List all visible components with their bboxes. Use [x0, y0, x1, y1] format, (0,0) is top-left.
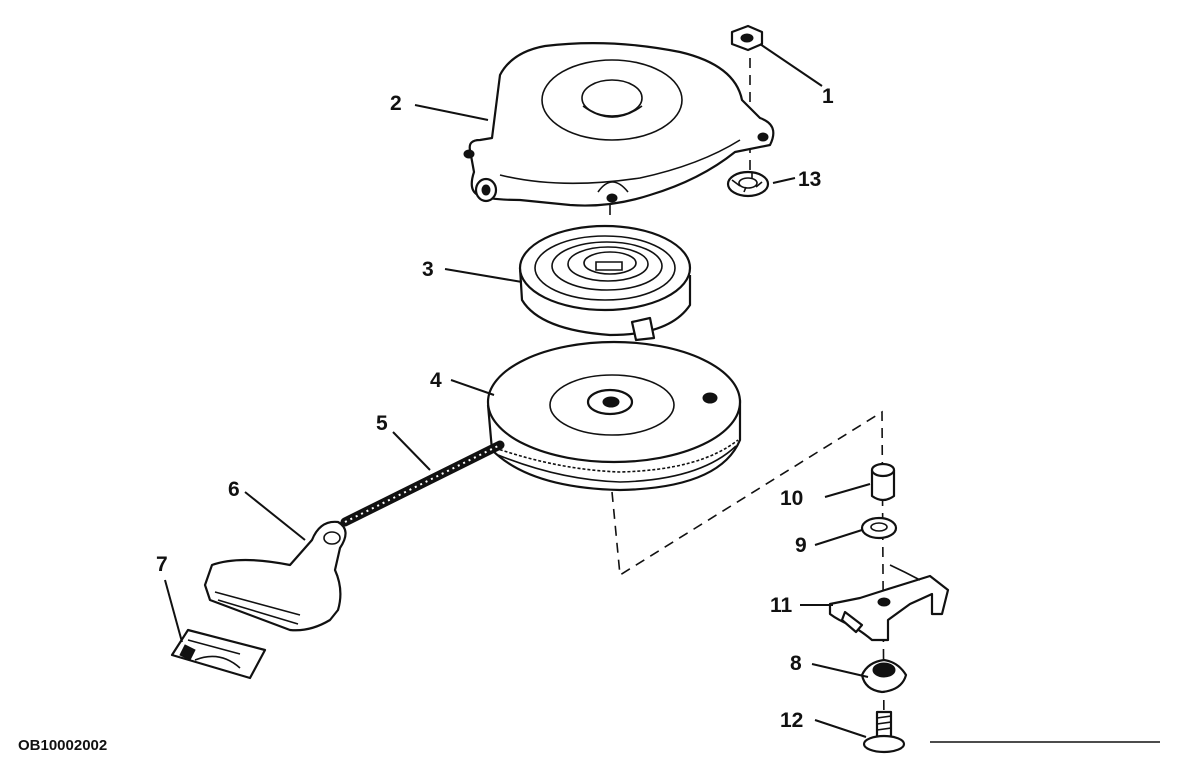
callout-1: 1	[822, 85, 834, 108]
callout-7: 7	[156, 553, 168, 576]
bushing	[870, 462, 896, 502]
callout-8: 8	[790, 652, 802, 675]
washer	[860, 516, 898, 540]
callout-2: 2	[390, 92, 402, 115]
callout-6: 6	[228, 478, 240, 501]
callout-4: 4	[430, 369, 442, 392]
callout-10: 10	[780, 487, 803, 510]
callout-12: 12	[780, 709, 803, 732]
callout-9: 9	[795, 534, 807, 557]
lock-washer	[726, 170, 770, 198]
starter-handle	[203, 520, 347, 632]
starter-housing	[463, 42, 775, 207]
rope-pulley	[486, 340, 742, 492]
pawl	[828, 564, 950, 642]
callout-13: 13	[798, 168, 821, 191]
callout-labels: 1 2 3 4 5 6 7 8 9 10 11 12 13	[156, 85, 834, 732]
callout-5: 5	[376, 412, 388, 435]
starter-rope	[340, 440, 505, 527]
cup-washer	[860, 658, 908, 694]
callout-11: 11	[770, 594, 793, 617]
screw	[862, 710, 906, 754]
rewind-spring	[518, 224, 692, 342]
drawing-code: OB10002002	[18, 737, 107, 754]
callout-3: 3	[422, 258, 434, 281]
handle-insert	[170, 628, 267, 680]
nut	[730, 24, 764, 52]
leader-lines	[164, 43, 871, 738]
